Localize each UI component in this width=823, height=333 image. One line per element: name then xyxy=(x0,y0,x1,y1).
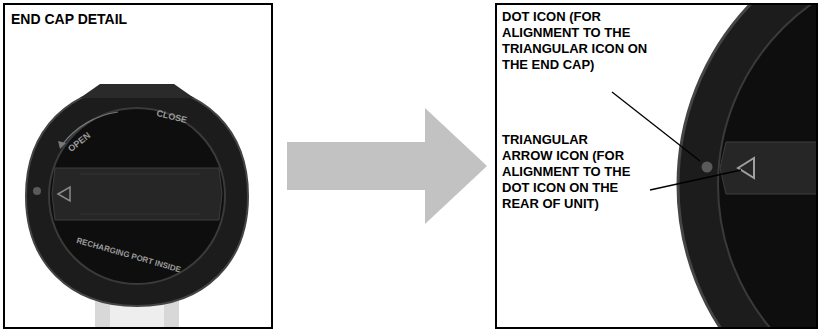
callout-panel: DOT ICON (FOR ALIGNMENT TO THE TRIANGULA… xyxy=(495,3,818,329)
end-cap-photo xyxy=(26,84,248,327)
callout-text: DOT ICON (FOR ALIGNMENT TO THE TRIANGULA… xyxy=(502,9,672,73)
callout-text: TRIANGULAR ARROW ICON (FOR ALIGNMENT TO … xyxy=(502,132,640,212)
panel-title: END CAP DETAIL xyxy=(11,11,251,27)
leader-line xyxy=(650,170,741,190)
panel-box: END CAP DETAIL xyxy=(3,3,273,329)
block-arrow xyxy=(287,108,487,224)
leader-line xyxy=(612,92,700,161)
end-cap-zoom-photo xyxy=(678,5,816,327)
